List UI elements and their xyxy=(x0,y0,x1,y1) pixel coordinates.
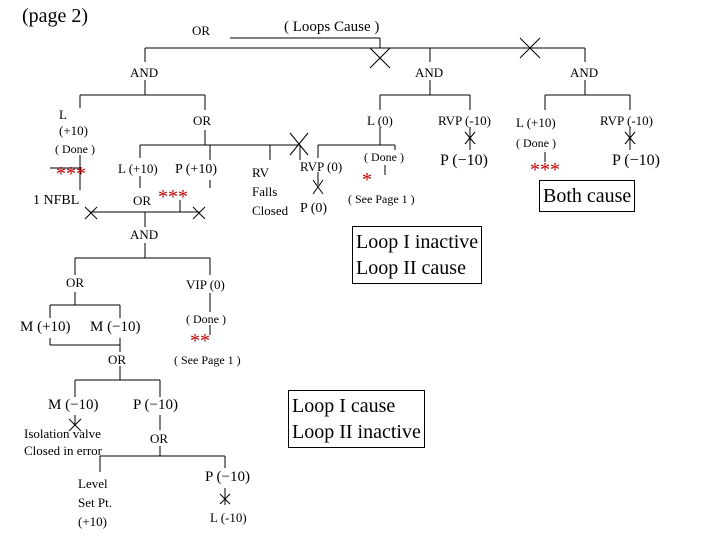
l-plus10-event: L (+10) xyxy=(118,161,158,176)
l-minus10-event: L (-10) xyxy=(210,510,247,525)
l-plus10-event-right: L (+10) xyxy=(516,115,556,130)
p5-event: P (−10) xyxy=(205,469,250,485)
red-stars-right: *** xyxy=(530,159,560,181)
page-label: (page 2) xyxy=(22,5,89,27)
m3-event: M (−10) xyxy=(90,319,141,335)
isolation-valve-event: Isolation valve Closed in error xyxy=(24,426,102,460)
rv-line-3: Closed xyxy=(252,202,289,218)
prc-0-event: P (0) xyxy=(300,201,328,216)
and-gate-left: AND xyxy=(130,65,159,80)
level-set-pt-event: Level Set Pt. (+10) xyxy=(78,475,112,532)
done-label-2: ( Done ) xyxy=(364,150,404,164)
or-gate-3: OR xyxy=(133,193,152,208)
isolation-valve-line-1: Isolation valve xyxy=(24,426,101,441)
level-line-3: (+10) xyxy=(78,513,107,529)
loop-box-2-line-1: Loop I cause xyxy=(292,395,396,417)
p4-event: P (−10) xyxy=(133,397,178,413)
or-gate-4: OR xyxy=(66,275,85,290)
see-page-1-label-b: ( See Page 1 ) xyxy=(174,353,241,367)
red-stars-or: *** xyxy=(158,186,188,208)
done-label-4: ( Done ) xyxy=(186,312,226,326)
or-gate-6: OR xyxy=(150,431,169,446)
red-star: * xyxy=(362,169,372,191)
see-page-1-label: ( See Page 1 ) xyxy=(348,192,415,206)
rv-falls-closed: RV Falls Closed xyxy=(252,164,288,221)
vip-0-event: VIP (0) xyxy=(186,277,225,292)
p-plus10-event: P (+10) xyxy=(175,162,217,177)
l-event: L xyxy=(59,107,67,122)
l-event-value: (+10) xyxy=(59,123,88,138)
m1-event: M (+10) xyxy=(20,319,71,335)
loop-box-1-line-1: Loop I inactive xyxy=(356,231,479,253)
and-gate-mid: AND xyxy=(415,65,444,80)
level-line-2: Set Pt. xyxy=(78,494,112,510)
and-gate-lower: AND xyxy=(130,227,159,242)
m6-event: M (−10) xyxy=(48,397,99,413)
red-stars: *** xyxy=(56,163,86,185)
or-gate: OR xyxy=(193,113,212,128)
rv-line-2: Falls xyxy=(252,183,278,199)
rvp-0-event: RVP (0) xyxy=(300,159,343,174)
both-cause-box: Both cause xyxy=(539,180,636,212)
or-gate-5: OR xyxy=(108,352,127,367)
level-line-1: Level xyxy=(78,476,108,491)
red-stars-double: ** xyxy=(190,330,210,352)
rvp-minus10-event: RVP (-10) xyxy=(438,113,492,128)
prc-minus10-event-right: P (−10) xyxy=(612,152,660,169)
isolation-valve-line-2: Closed in error xyxy=(24,442,102,458)
top-or-gate: OR xyxy=(192,23,211,38)
and-gate-right: AND xyxy=(570,65,599,80)
nfbl-event: 1 NFBL xyxy=(33,193,80,208)
l-0-event: L (0) xyxy=(367,113,393,128)
done-label: ( Done ) xyxy=(55,142,95,156)
loop-box-1: Loop I inactive Loop II cause xyxy=(352,226,483,284)
loop-box-2: Loop I cause Loop II inactive xyxy=(288,390,425,448)
prc-minus10-event: P (−10) xyxy=(440,152,488,169)
loop-box-1-line-2: Loop II cause xyxy=(356,257,466,279)
rv-line-1: RV xyxy=(252,165,270,180)
rvp-minus10-event-right: RVP (-10) xyxy=(600,113,654,128)
loops-cause-label: ( Loops Cause ) xyxy=(284,19,380,35)
loop-box-2-line-2: Loop II inactive xyxy=(292,421,421,443)
done-label-3: ( Done ) xyxy=(516,136,556,150)
